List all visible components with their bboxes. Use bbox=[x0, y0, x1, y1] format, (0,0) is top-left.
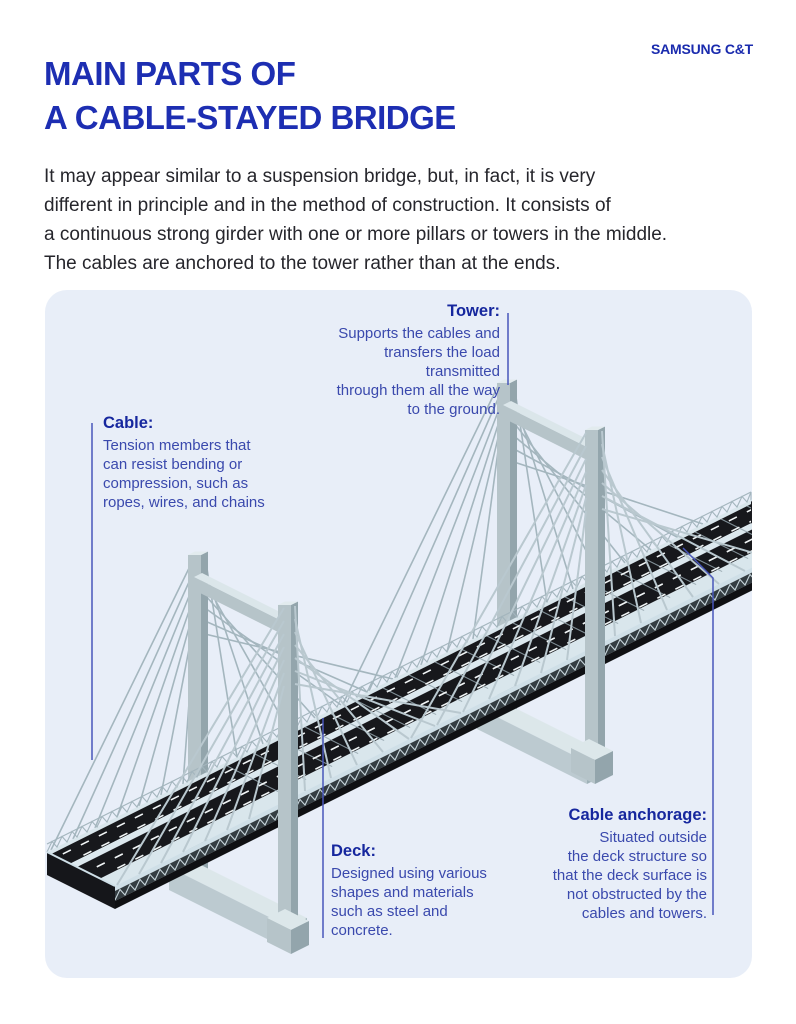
label-cable-anchorage-body: Situated outside the deck structure so t… bbox=[552, 829, 707, 922]
label-cable-body: Tension members that can resist bending … bbox=[103, 437, 265, 511]
deck-far-edge-strip bbox=[47, 500, 752, 855]
left-tower-footing bbox=[267, 909, 309, 954]
left-tower-crossbeam bbox=[194, 573, 292, 635]
deck-left-end-cap bbox=[47, 852, 115, 909]
label-deck-title: Deck: bbox=[331, 842, 376, 860]
label-tower-title: Tower: bbox=[447, 302, 500, 320]
deck-median bbox=[70, 522, 752, 867]
intro-paragraph: It may appear similar to a suspension br… bbox=[44, 166, 668, 274]
label-cable-anchorage: Cable anchorage: Situated outside the de… bbox=[553, 806, 707, 923]
samsung-ct-logo: SAMSUNG C&T bbox=[650, 41, 753, 57]
label-cable: Cable: Tension members that can resist b… bbox=[103, 414, 265, 512]
deck-markings bbox=[46, 491, 752, 901]
front-cables bbox=[116, 430, 752, 886]
bridge-illustration bbox=[46, 313, 752, 954]
right-tower-footing bbox=[571, 739, 613, 784]
label-tower: Tower: Supports the cables and transfers… bbox=[337, 302, 500, 419]
illustration-panel: Tower: Supports the cables and transfers… bbox=[45, 290, 752, 978]
page-title: MAIN PARTS OF A CABLE-STAYED BRIDGE bbox=[44, 55, 456, 137]
right-tower-front-column bbox=[585, 426, 605, 755]
right-tower-crossbeam bbox=[503, 401, 601, 463]
leader-lines bbox=[91, 313, 714, 938]
label-cable-anchorage-title: Cable anchorage: bbox=[568, 806, 707, 824]
label-tower-body: Supports the cables and transfers the lo… bbox=[336, 325, 500, 418]
left-tower-front-column bbox=[278, 601, 298, 925]
label-deck-body: Designed using various shapes and materi… bbox=[331, 865, 487, 939]
label-cable-title: Cable: bbox=[103, 414, 154, 432]
deck-left-end-rim bbox=[46, 851, 116, 887]
cable-anchorage-leader-line bbox=[682, 547, 714, 915]
label-deck: Deck: Designed using various shapes and … bbox=[331, 842, 487, 940]
deck-right-end-cap bbox=[751, 500, 752, 524]
deck-roadway-far bbox=[51, 503, 752, 864]
